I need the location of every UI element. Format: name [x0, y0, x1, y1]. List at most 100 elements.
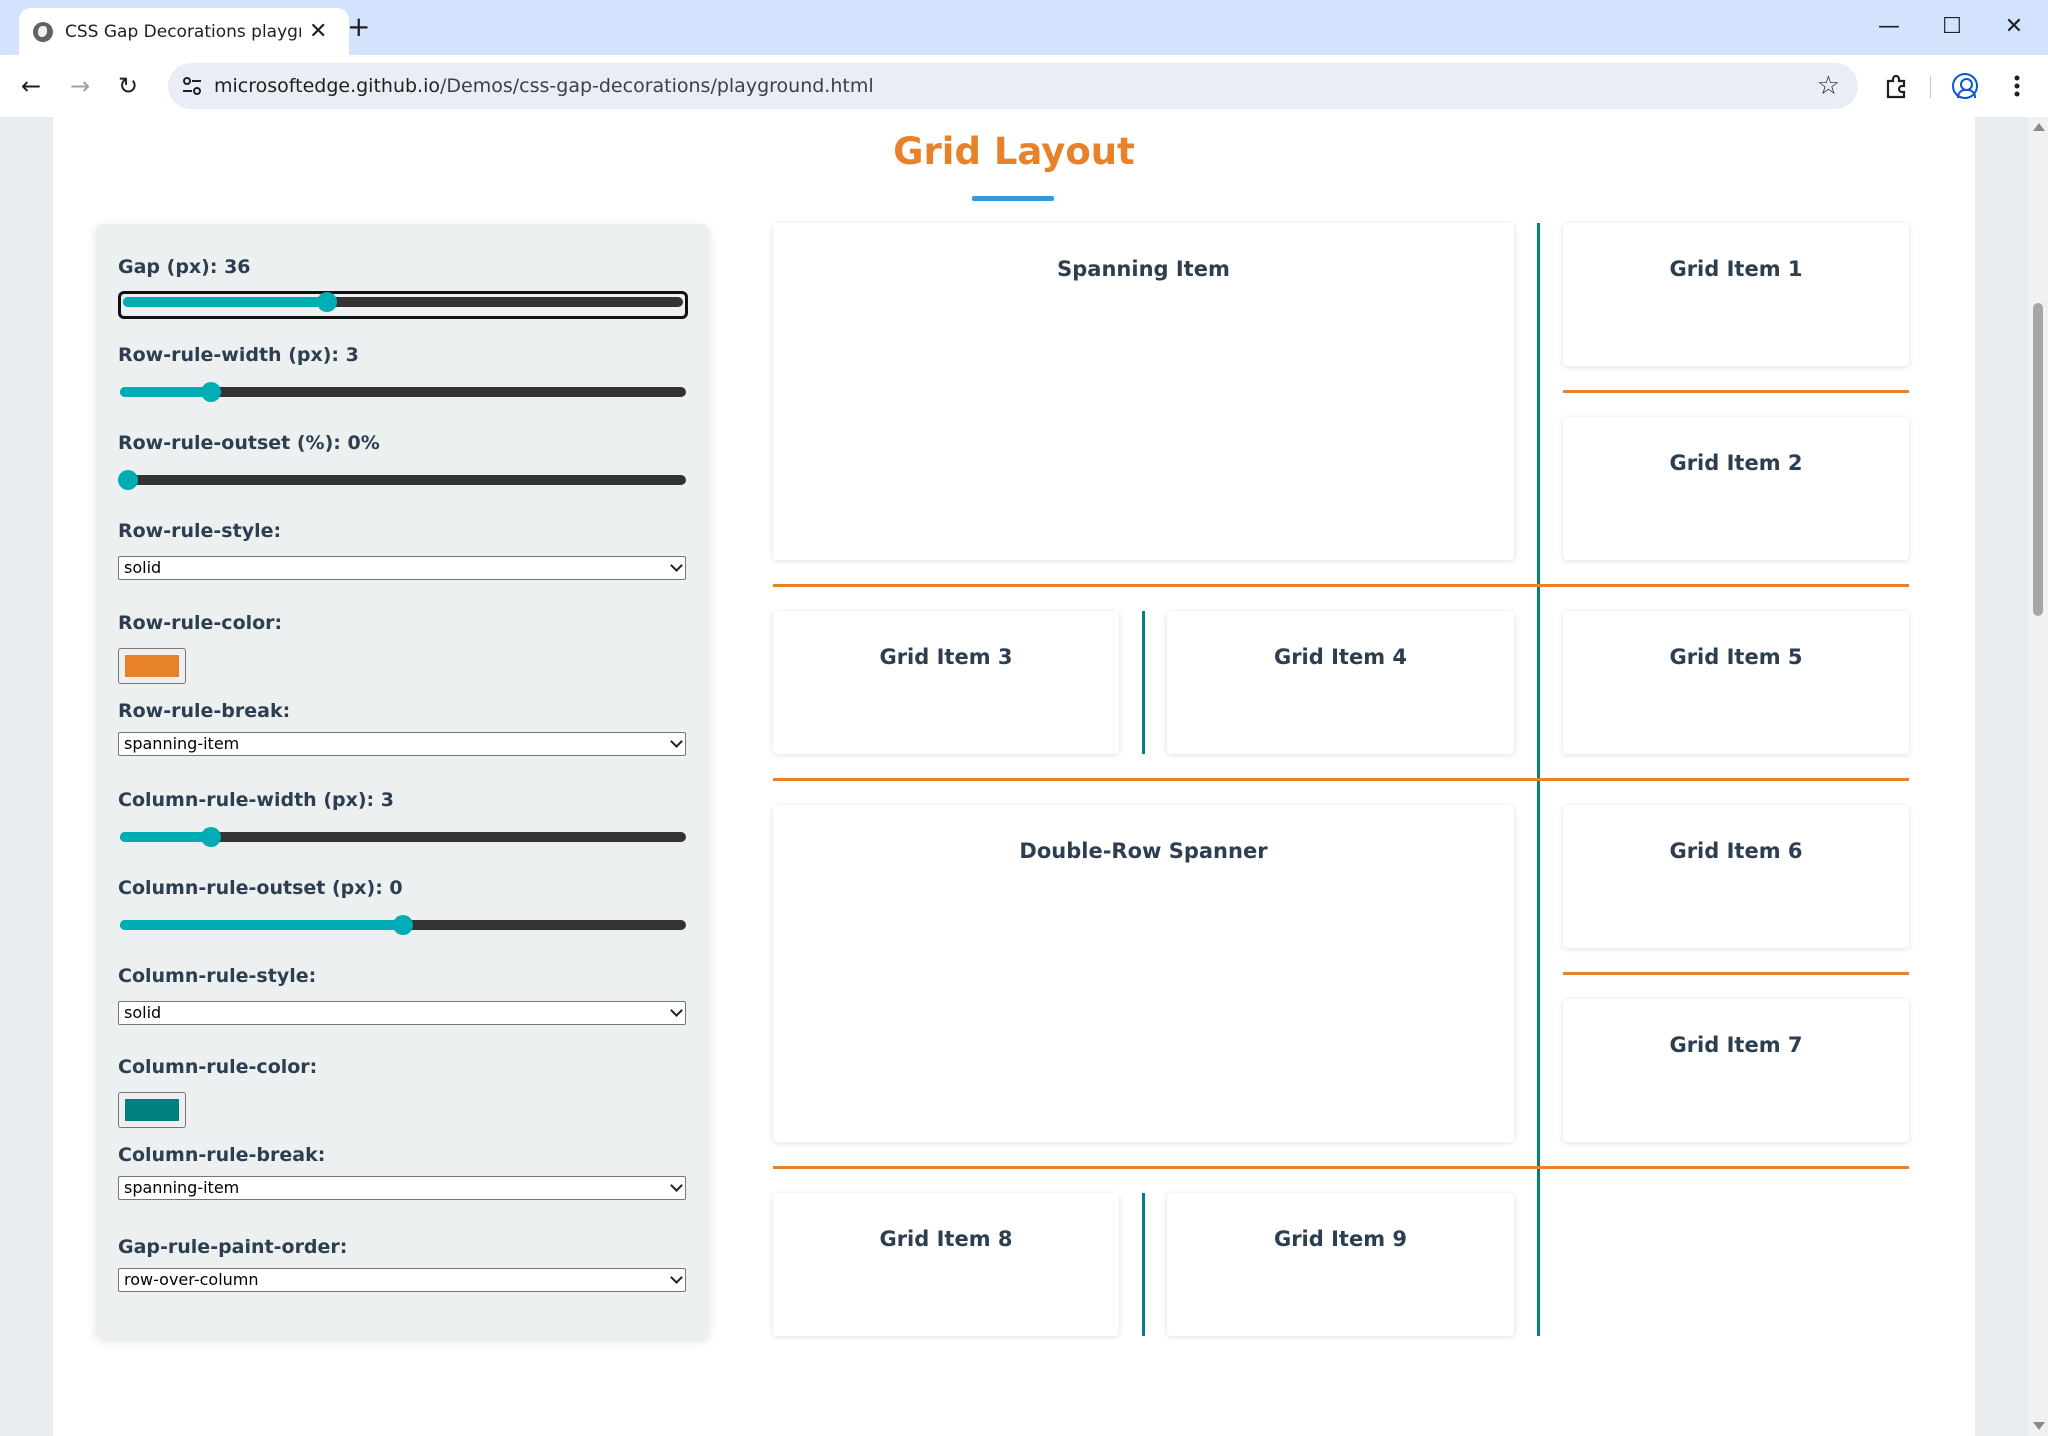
- tab-close-icon[interactable]: ✕: [309, 18, 328, 44]
- grid-item-label: Grid Item 1: [1669, 257, 1803, 281]
- new-tab-button[interactable]: +: [347, 10, 371, 43]
- browser-toolbar: ← → ↻ microsoftedge.github.io/Demos/css-…: [0, 55, 2048, 117]
- chevron-down-icon: [670, 1179, 683, 1192]
- globe-icon: [33, 21, 53, 42]
- grid-item-9: Grid Item 9: [1167, 1193, 1514, 1336]
- slider-thumb[interactable]: [393, 915, 413, 935]
- grid-item-label: Grid Item 3: [879, 645, 1013, 669]
- column-rule-style-select[interactable]: solid: [118, 1001, 686, 1025]
- row-rule-outset-slider[interactable]: [118, 469, 688, 491]
- site-info-icon[interactable]: [180, 74, 204, 98]
- select-value: row-over-column: [124, 1270, 259, 1289]
- slider-thumb[interactable]: [200, 827, 221, 847]
- url-text: microsoftedge.github.io/Demos/css-gap-de…: [214, 75, 874, 97]
- url-host: microsoftedge.github.io: [214, 75, 440, 97]
- address-bar[interactable]: microsoftedge.github.io/Demos/css-gap-de…: [168, 63, 1858, 109]
- column-rule-style-label: Column-rule-style:: [118, 965, 317, 987]
- column-rule-break-label: Column-rule-break:: [118, 1144, 326, 1166]
- grid-item-label: Grid Item 9: [1273, 1227, 1408, 1251]
- slider-thumb[interactable]: [200, 382, 221, 402]
- extensions-icon[interactable]: [1879, 69, 1913, 103]
- grid-item-label: Spanning Item: [1057, 257, 1230, 281]
- grid-item-label: Grid Item 8: [879, 1227, 1013, 1251]
- gap-rule-paint-order-select[interactable]: row-over-column: [118, 1268, 686, 1292]
- profile-avatar-icon[interactable]: [1952, 73, 1978, 99]
- grid-item-4: Grid Item 4: [1167, 611, 1514, 754]
- chevron-down-icon: [670, 1271, 683, 1284]
- page-viewport: Grid Layout Gap (px): 36 Row-rule-width …: [0, 117, 2048, 1436]
- column-rule-outset-slider[interactable]: [118, 914, 688, 936]
- grid-item-label: Grid Item 6: [1669, 839, 1803, 863]
- chevron-down-icon: [670, 1004, 683, 1017]
- scroll-down-arrow-icon[interactable]: [2033, 1422, 2045, 1430]
- column-rule-width-slider[interactable]: [118, 826, 688, 848]
- controls-panel: Gap (px): 36 Row-rule-width (px): 3 Row-…: [96, 224, 709, 1338]
- slider-fill: [120, 920, 405, 930]
- select-value: solid: [124, 1003, 162, 1022]
- row-rule-color-picker[interactable]: [118, 648, 186, 684]
- maximize-button[interactable]: ☐: [1942, 14, 1962, 39]
- slider-fill: [120, 832, 213, 842]
- grid-item-3: Grid Item 3: [773, 611, 1119, 754]
- row-rule-break-select[interactable]: spanning-item: [118, 732, 686, 756]
- grid-item-label: Grid Item 2: [1669, 451, 1803, 475]
- column-rule: [1142, 611, 1145, 754]
- column-rule-outset-label: Column-rule-outset (px): 0: [118, 877, 403, 899]
- row-rule: [773, 1166, 1909, 1169]
- browser-tab-active[interactable]: CSS Gap Decorations playground ✕: [19, 8, 349, 55]
- select-value: solid: [124, 558, 162, 577]
- row-rule-width-slider[interactable]: [118, 381, 688, 403]
- grid-item-5: Grid Item 5: [1563, 611, 1909, 754]
- row-rule: [1563, 390, 1909, 393]
- select-value: spanning-item: [124, 1178, 240, 1197]
- row-rule-style-select[interactable]: solid: [118, 556, 686, 580]
- back-button[interactable]: ←: [20, 72, 42, 100]
- row-rule-break-label: Row-rule-break:: [118, 700, 291, 722]
- grid-item-label: Grid Item 5: [1669, 645, 1803, 669]
- scroll-up-arrow-icon[interactable]: [2033, 123, 2045, 131]
- tab-title: CSS Gap Decorations playground: [65, 21, 301, 42]
- column-rule: [1142, 1193, 1145, 1336]
- page-title: Grid Layout: [893, 130, 1135, 173]
- bookmark-star-icon[interactable]: ☆: [1816, 71, 1840, 101]
- chevron-down-icon: [670, 559, 683, 572]
- toolbar-separator: [1930, 76, 1931, 98]
- slider-thumb[interactable]: [316, 292, 337, 312]
- scrollbar-thumb[interactable]: [2033, 303, 2043, 616]
- slider-fill: [123, 297, 329, 307]
- slider-track: [120, 387, 686, 397]
- slider-fill: [120, 387, 213, 397]
- minimize-button[interactable]: —: [1878, 14, 1900, 39]
- grid-item-label: Grid Item 4: [1273, 645, 1408, 669]
- forward-button[interactable]: →: [69, 72, 91, 100]
- page-container: Grid Layout Gap (px): 36 Row-rule-width …: [53, 117, 1975, 1436]
- gap-label: Gap (px): 36: [118, 256, 251, 278]
- row-rule: [1563, 972, 1909, 975]
- column-rule-break-select[interactable]: spanning-item: [118, 1176, 686, 1200]
- gap-slider[interactable]: [118, 291, 688, 319]
- slider-track: [120, 475, 686, 485]
- column-rule-color-picker[interactable]: [118, 1092, 186, 1128]
- slider-track: [120, 832, 686, 842]
- color-swatch: [125, 1099, 179, 1121]
- row-rule: [773, 778, 1909, 781]
- grid-item-2: Grid Item 2: [1563, 417, 1909, 560]
- slider-thumb[interactable]: [118, 470, 138, 490]
- url-path: /Demos/css-gap-decorations/playground.ht…: [440, 75, 874, 97]
- gap-rule-paint-order-label: Gap-rule-paint-order:: [118, 1236, 348, 1258]
- row-rule-width-label: Row-rule-width (px): 3: [118, 344, 359, 366]
- row-rule-outset-label: Row-rule-outset (%): 0%: [118, 432, 380, 454]
- grid-item-double-row-spanner: Double-Row Spanner: [773, 805, 1514, 1142]
- browser-tab-bar: CSS Gap Decorations playground ✕ + — ☐ ✕: [0, 0, 2048, 55]
- color-swatch: [125, 655, 179, 677]
- column-rule-width-label: Column-rule-width (px): 3: [118, 789, 394, 811]
- page-scrollbar[interactable]: [2028, 117, 2048, 1436]
- reload-button[interactable]: ↻: [117, 72, 139, 100]
- close-window-button[interactable]: ✕: [2004, 14, 2024, 39]
- row-rule: [773, 584, 1909, 587]
- title-underline: [972, 196, 1054, 201]
- row-rule-color-label: Row-rule-color:: [118, 612, 283, 634]
- chevron-down-icon: [670, 735, 683, 748]
- slider-track: [123, 297, 683, 307]
- more-options-icon[interactable]: [2000, 69, 2034, 103]
